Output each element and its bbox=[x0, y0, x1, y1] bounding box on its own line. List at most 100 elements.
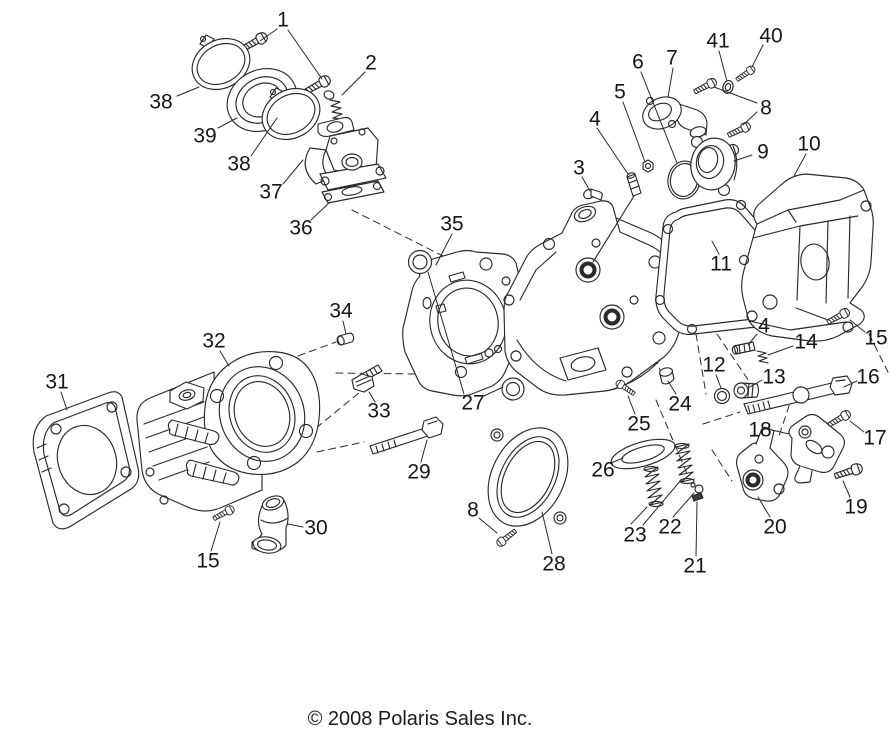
part-label-23: 23 bbox=[623, 524, 646, 547]
leader-line-1 bbox=[259, 28, 278, 42]
part-label-5: 5 bbox=[614, 81, 626, 104]
valve-spring-23-right bbox=[674, 442, 695, 485]
part-label-10: 10 bbox=[797, 133, 820, 156]
leader-line-31 bbox=[60, 391, 68, 411]
part-label-7: 7 bbox=[666, 47, 678, 70]
valve-spring-23-left bbox=[643, 465, 664, 508]
fitting-plug-33 bbox=[351, 364, 383, 393]
part-label-17: 17 bbox=[863, 427, 886, 450]
leader-line-30 bbox=[287, 523, 304, 528]
plug-13 bbox=[733, 382, 760, 399]
part-label-11: 11 bbox=[710, 253, 732, 276]
valve-keeper-22 bbox=[690, 482, 704, 494]
screw-8-upper bbox=[691, 76, 719, 97]
leader-line-17 bbox=[849, 420, 865, 433]
spring-screw-2 bbox=[323, 90, 343, 120]
leader-line-34 bbox=[342, 320, 347, 335]
part-label-9: 9 bbox=[757, 141, 769, 164]
stud-4-upper bbox=[626, 172, 642, 197]
water-housing-9 bbox=[690, 135, 740, 197]
leader-line-23 bbox=[642, 479, 682, 526]
outlet-fitting-7 bbox=[642, 96, 708, 138]
leader-line-38 bbox=[176, 86, 200, 97]
part-label-33: 33 bbox=[367, 400, 390, 423]
stud-4-lower bbox=[731, 341, 756, 355]
part-label-25: 25 bbox=[627, 413, 650, 436]
leader-line-32 bbox=[219, 350, 230, 367]
leader-line-15 bbox=[849, 319, 866, 333]
bolt-17 bbox=[826, 408, 853, 430]
part-label-3: 3 bbox=[573, 157, 585, 180]
part-label-39: 39 bbox=[193, 125, 216, 148]
part-label-18: 18 bbox=[748, 419, 771, 442]
part-label-12: 12 bbox=[702, 354, 725, 377]
part-label-38: 38 bbox=[149, 91, 172, 114]
leader-line-19 bbox=[842, 480, 851, 498]
bolt-40 bbox=[734, 63, 757, 84]
part-label-19: 19 bbox=[844, 496, 867, 519]
part-label-37: 37 bbox=[259, 181, 282, 204]
part-label-27: 27 bbox=[461, 392, 484, 415]
part-label-26: 26 bbox=[591, 459, 614, 482]
part-label-15: 15 bbox=[196, 550, 219, 573]
leader-line-25 bbox=[627, 395, 636, 415]
washer-12 bbox=[713, 387, 731, 405]
screw-8-mid bbox=[725, 120, 753, 140]
leader-line-1 bbox=[287, 29, 323, 80]
washer-41 bbox=[722, 80, 734, 94]
leader-line-27 bbox=[483, 386, 504, 397]
rocker-arm-20 bbox=[735, 426, 789, 502]
leader-line-18 bbox=[771, 429, 790, 435]
leader-line-37 bbox=[282, 159, 304, 185]
part-label-21: 21 bbox=[683, 555, 706, 578]
valve-cover-10 bbox=[738, 173, 874, 342]
part-label-8: 8 bbox=[467, 499, 479, 522]
cylinder-bolt-29 bbox=[369, 416, 444, 455]
leader-line-35 bbox=[435, 233, 453, 266]
leader-line-14 bbox=[767, 345, 794, 356]
leader-line-5 bbox=[622, 101, 646, 163]
part-label-1: 1 bbox=[277, 9, 289, 32]
part-label-24: 24 bbox=[668, 393, 692, 416]
side-cover-28 bbox=[487, 427, 569, 527]
leader-line-8 bbox=[713, 86, 758, 104]
cylinder-base-gasket-31 bbox=[32, 391, 140, 530]
part-label-20: 20 bbox=[763, 516, 786, 539]
part-label-16: 16 bbox=[856, 366, 879, 389]
leader-line-15 bbox=[210, 521, 221, 552]
spring-seat-26 bbox=[610, 438, 676, 470]
leader-line-24 bbox=[667, 380, 677, 395]
part-label-4: 4 bbox=[589, 108, 601, 131]
leader-line-2 bbox=[341, 71, 366, 96]
screw-8-lower bbox=[494, 526, 519, 549]
leader-line-27 bbox=[427, 271, 465, 395]
leader-line-8 bbox=[478, 517, 498, 534]
coolant-elbow-30 bbox=[251, 495, 289, 554]
leader-line-3 bbox=[581, 176, 591, 192]
part-label-14: 14 bbox=[794, 331, 818, 354]
clamp-38-left bbox=[191, 34, 251, 91]
leader-line-29 bbox=[420, 439, 428, 463]
part-label-28: 28 bbox=[542, 553, 565, 576]
part-label-8: 8 bbox=[760, 97, 772, 120]
leader-line-6 bbox=[640, 71, 678, 164]
leader-line-7 bbox=[667, 67, 674, 98]
part-label-40: 40 bbox=[759, 25, 782, 48]
part-label-2: 2 bbox=[365, 52, 377, 75]
leader-line-9 bbox=[733, 154, 753, 162]
leader-line-39 bbox=[217, 117, 238, 129]
leader-line-26 bbox=[610, 457, 624, 464]
leader-line-4 bbox=[747, 333, 758, 346]
tappet-24 bbox=[659, 367, 675, 385]
leader-line-23 bbox=[630, 506, 648, 525]
dowel-pin-34 bbox=[336, 332, 355, 346]
part-label-38: 38 bbox=[227, 153, 250, 176]
part-label-30: 30 bbox=[304, 517, 327, 540]
part-label-41: 41 bbox=[706, 30, 729, 53]
leader-line-16 bbox=[843, 380, 858, 388]
part-label-31: 31 bbox=[45, 371, 68, 394]
part-label-29: 29 bbox=[407, 461, 430, 484]
